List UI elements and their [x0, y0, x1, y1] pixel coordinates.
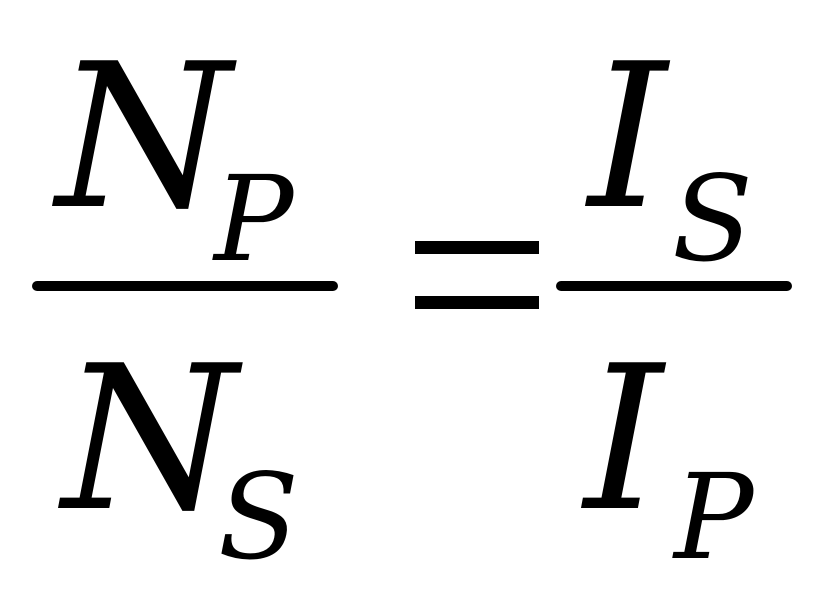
equals-sign-text: = [0, 0, 1, 1]
left-numerator-symbol: N [56, 21, 231, 254]
right-denominator-subscript: P [674, 448, 754, 586]
left-denominator-subscript: S [218, 448, 299, 586]
equals-sign-bottom-bar [415, 296, 539, 309]
left-fraction-bar [32, 281, 338, 291]
equals-sign-top-bar [415, 241, 539, 254]
left-numerator-subscript: P [214, 150, 294, 288]
right-denominator-symbol: I [584, 323, 664, 556]
right-numerator-symbol: I [588, 21, 668, 254]
right-numerator-subscript: S [672, 150, 753, 288]
left-denominator-symbol: N [62, 323, 237, 556]
right-fraction-bar [556, 281, 792, 291]
